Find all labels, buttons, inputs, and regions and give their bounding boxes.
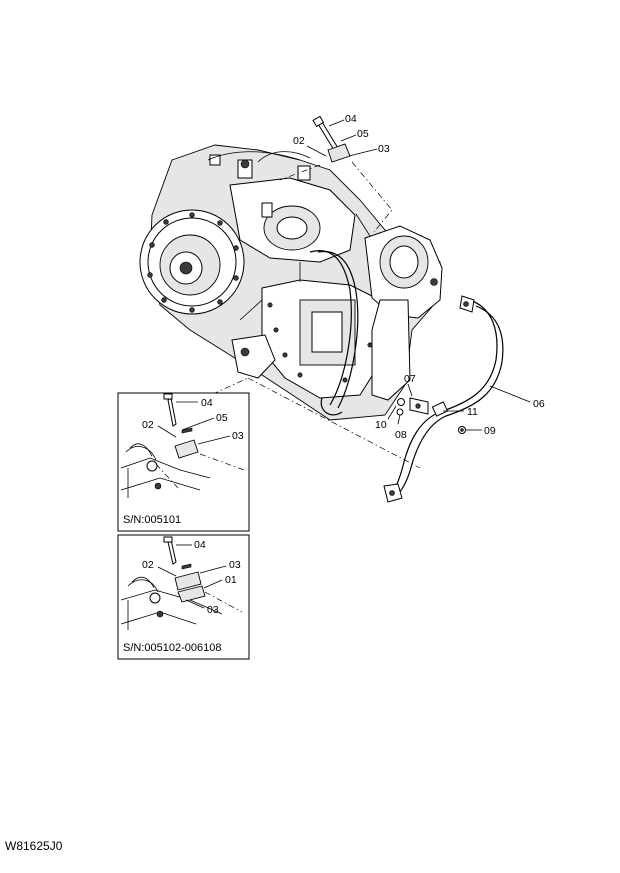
- inset-serial-005101: 04 05 02 03 S/N:005101: [117, 392, 250, 532]
- figure-code: W81625J0: [5, 839, 63, 853]
- inset1-label-04: 04: [201, 397, 213, 409]
- label-04: 04: [345, 113, 357, 125]
- inset2-label-02: 02: [142, 559, 154, 571]
- label-07: 07: [404, 373, 416, 385]
- label-06: 06: [533, 398, 545, 410]
- label-02: 02: [293, 135, 305, 147]
- inset1-label-02: 02: [142, 419, 154, 431]
- label-11: 11: [467, 406, 478, 418]
- inset2-serial-label: S/N:005102-006108: [123, 642, 221, 654]
- flywheel-bolts: [147, 212, 239, 313]
- transmission-assembly: [139, 144, 443, 421]
- label-10: 10: [375, 419, 387, 431]
- inset1-label-03: 03: [232, 430, 244, 442]
- label-08: 08: [395, 429, 407, 441]
- inset-serial-005102-006108: 04 02 03 01 03 S/N:005102-006108: [117, 534, 250, 660]
- inset2-label-04: 04: [194, 539, 206, 551]
- inset2-label-03b: 03: [207, 604, 219, 616]
- label-09: 09: [484, 425, 496, 437]
- external-hose-06: [383, 295, 504, 503]
- inset1-label-05: 05: [216, 412, 228, 424]
- label-03: 03: [378, 143, 390, 155]
- inset1-serial-label: S/N:005101: [123, 514, 181, 526]
- top-parts-group: [306, 115, 378, 163]
- bracket-07-fasteners: [396, 397, 466, 434]
- inset2-label-03a: 03: [229, 559, 241, 571]
- inset2-label-01: 01: [225, 574, 237, 586]
- label-05: 05: [357, 128, 369, 140]
